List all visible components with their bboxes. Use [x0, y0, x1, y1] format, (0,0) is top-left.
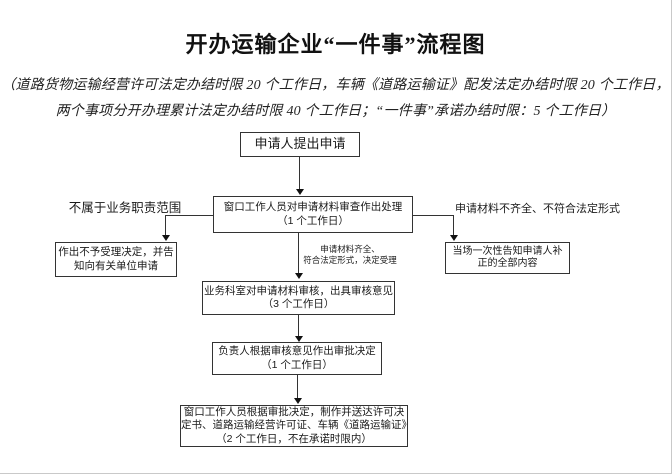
node-applicant: 申请人提出申请 [240, 132, 360, 157]
node-correction-line2: 正的全部内容 [477, 258, 538, 269]
edge-label-out-of-scope: 不属于业务职责范围 [68, 201, 182, 215]
connector-window-reject-h [165, 215, 213, 216]
connector-window-correction-h [413, 215, 453, 216]
node-delivery-line2: 定书、道路运输经营许可证、车辆《道路运输证》 [181, 419, 412, 432]
edge-label-accepted-line1: 申请材料齐全、 [320, 244, 380, 254]
arrowhead-approval-delivery [294, 398, 302, 404]
node-reject: 作出不予受理决定，并告 知向有关单位申请 [55, 242, 177, 277]
node-approval: 负责人根据审核意见作出审批决定 （1 个工作日） [212, 342, 382, 375]
edge-label-accepted: 申请材料齐全、 符合法定形式，决定受理 [294, 244, 406, 266]
arrowhead-section-approval [295, 336, 303, 342]
node-reject-line1: 作出不予受理决定，并告 [58, 246, 174, 259]
node-section-review-line2: （3 个工作日） [262, 298, 335, 310]
node-applicant-text: 申请人提出申请 [254, 136, 346, 152]
node-window-review: 窗口工作人员对申请材料审查作出处理 （1 个工作日） [213, 196, 413, 233]
arrowhead-window-section [295, 273, 303, 279]
node-reject-line2: 知向有关单位申请 [74, 259, 158, 272]
connector-section-approval [298, 315, 299, 336]
arrowhead-window-reject [162, 235, 170, 241]
node-approval-line2: （1 个工作日） [261, 358, 333, 371]
node-delivery-line1: 窗口工作人员根据审批决定，制作并送达许可决 [183, 406, 405, 419]
connector-window-reject-v [165, 215, 166, 236]
arrowhead-window-correction [450, 235, 458, 241]
page-title: 开办运输企业“一件事”流程图 [185, 32, 486, 57]
connector-window-correction-v [453, 215, 454, 236]
node-window-review-line1: 窗口工作人员对申请材料审查作出处理 [223, 201, 403, 214]
connector-window-section [298, 233, 299, 273]
node-delivery: 窗口工作人员根据审批决定，制作并送达许可决 定书、道路运输经营许可证、车辆《道路… [180, 405, 412, 447]
node-correction-line1: 当场一次性告知申请人补 [452, 245, 563, 257]
arrowhead-applicant-window [296, 189, 304, 195]
node-delivery-line3: （2 个工作日，不在承诺时限内） [216, 432, 372, 445]
node-correction: 当场一次性告知申请人补 正的全部内容 [445, 242, 570, 274]
edge-label-accepted-line2: 符合法定形式，决定受理 [303, 255, 397, 265]
node-section-review-line1: 业务科室对申请材料审核，出具审核意见 [204, 284, 393, 297]
node-window-review-line2: （1 个工作日） [277, 214, 349, 227]
node-approval-line1: 负责人根据审核意见作出审批决定 [218, 345, 376, 358]
subtitle-line-1: （道路货物运输经营许可法定办结时限 20 个工作日，车辆《道路运输证》配发法定办… [1, 78, 670, 93]
edge-label-incomplete: 申请材料不齐全、不符合法定形式 [455, 203, 620, 215]
connector-approval-delivery [297, 375, 298, 398]
connector-applicant-window [299, 157, 300, 189]
subtitle-line-2: 两个事项分开办理累计法定办结时限 40 个工作日；“一件事”承诺办结时限：5 个… [55, 104, 616, 119]
node-section-review: 业务科室对申请材料审核，出具审核意见 （3 个工作日） [202, 281, 395, 315]
